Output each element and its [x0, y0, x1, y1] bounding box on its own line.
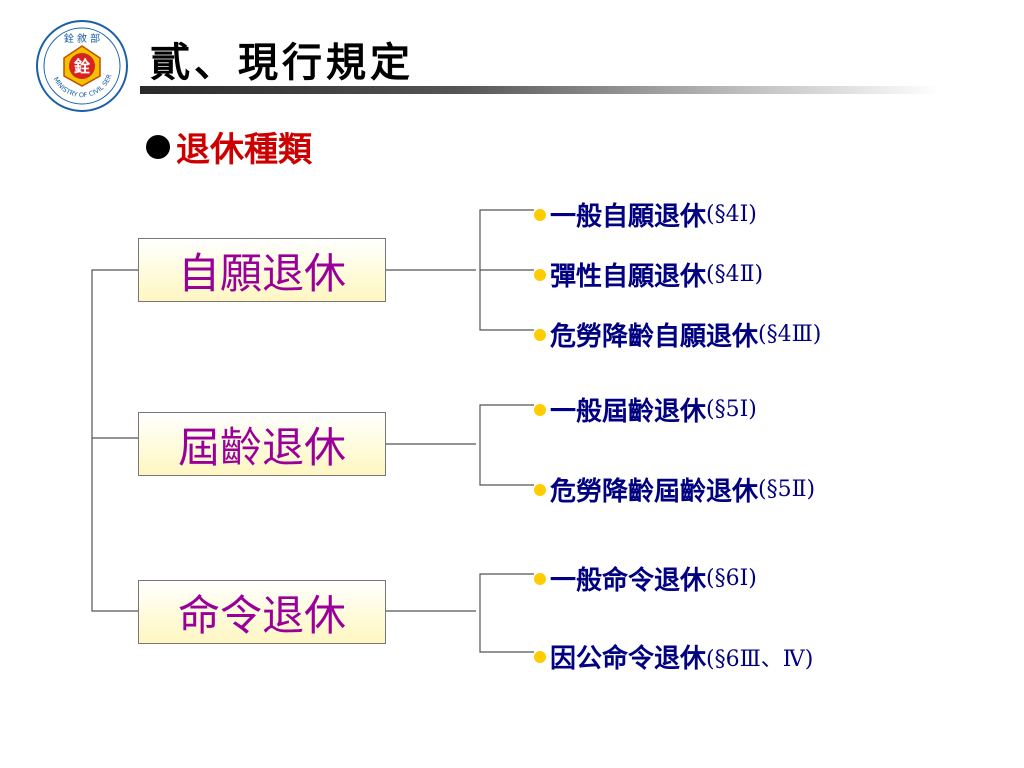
retirement-item: 一般命令退休 (§6Ⅰ): [534, 560, 757, 597]
trunk-line: [91, 269, 138, 612]
ministry-logo: MINISTRY OF CIVIL SERVICE 銓 敘 部 銓: [34, 18, 128, 112]
bullet-icon: [534, 268, 546, 281]
item-law: (§5Ⅱ): [758, 477, 816, 502]
item-name: 危勞降齡屆齡退休: [550, 477, 759, 507]
category-label: 自願退休: [177, 248, 346, 298]
page-title: 貳、現行規定: [150, 39, 414, 86]
item-law: (§4Ⅲ): [758, 322, 822, 347]
retirement-item: 危勞降齡自願退休 (§4Ⅲ): [534, 316, 821, 353]
bullet-icon: [534, 650, 546, 663]
title-underline: [140, 86, 940, 94]
item-name: 一般自願退休: [550, 202, 707, 232]
item-law: (§6Ⅰ): [706, 566, 757, 591]
logo-top-text: 銓 敘 部: [64, 32, 100, 45]
item-name: 危勞降齡自願退休: [550, 322, 759, 352]
item-law: (§6Ⅲ、Ⅳ): [706, 646, 814, 672]
retirement-item: 危勞降齡屆齡退休 (§5Ⅱ): [534, 471, 815, 508]
bracket-line-3: [479, 573, 534, 653]
retirement-item: 一般自願退休 (§4Ⅰ): [534, 196, 757, 233]
retirement-item: 因公命令退休 (§6Ⅲ、Ⅳ): [534, 638, 813, 675]
item-law: (§4Ⅱ): [706, 262, 764, 287]
item-law: (§5Ⅰ): [706, 397, 757, 422]
section-heading-text: 退休種類: [176, 130, 312, 170]
item-law: (§4Ⅰ): [706, 202, 757, 227]
bullet-icon: [534, 328, 546, 341]
bullet-icon: [534, 483, 546, 496]
section-bullet-icon: [146, 134, 170, 159]
category-label: 命令退休: [177, 590, 346, 640]
item-name: 彈性自願退休: [550, 262, 707, 292]
logo-center-text: 銓: [74, 57, 90, 76]
bracket-line-2: [479, 404, 534, 486]
bullet-icon: [534, 572, 546, 585]
retirement-item: 彈性自願退休 (§4Ⅱ): [534, 256, 763, 293]
category-box-age-limit: 屆齡退休: [138, 412, 386, 476]
item-name: 因公命令退休: [550, 644, 707, 674]
retirement-item: 一般屆齡退休 (§5Ⅰ): [534, 391, 757, 428]
bullet-icon: [534, 208, 546, 221]
category-box-mandatory: 命令退休: [138, 580, 386, 644]
category-label: 屆齡退休: [177, 422, 346, 472]
bullet-icon: [534, 403, 546, 416]
item-name: 一般命令退休: [550, 566, 707, 596]
category-box-voluntary: 自願退休: [138, 238, 386, 302]
item-name: 一般屆齡退休: [550, 397, 707, 427]
section-heading: 退休種類: [146, 122, 312, 171]
